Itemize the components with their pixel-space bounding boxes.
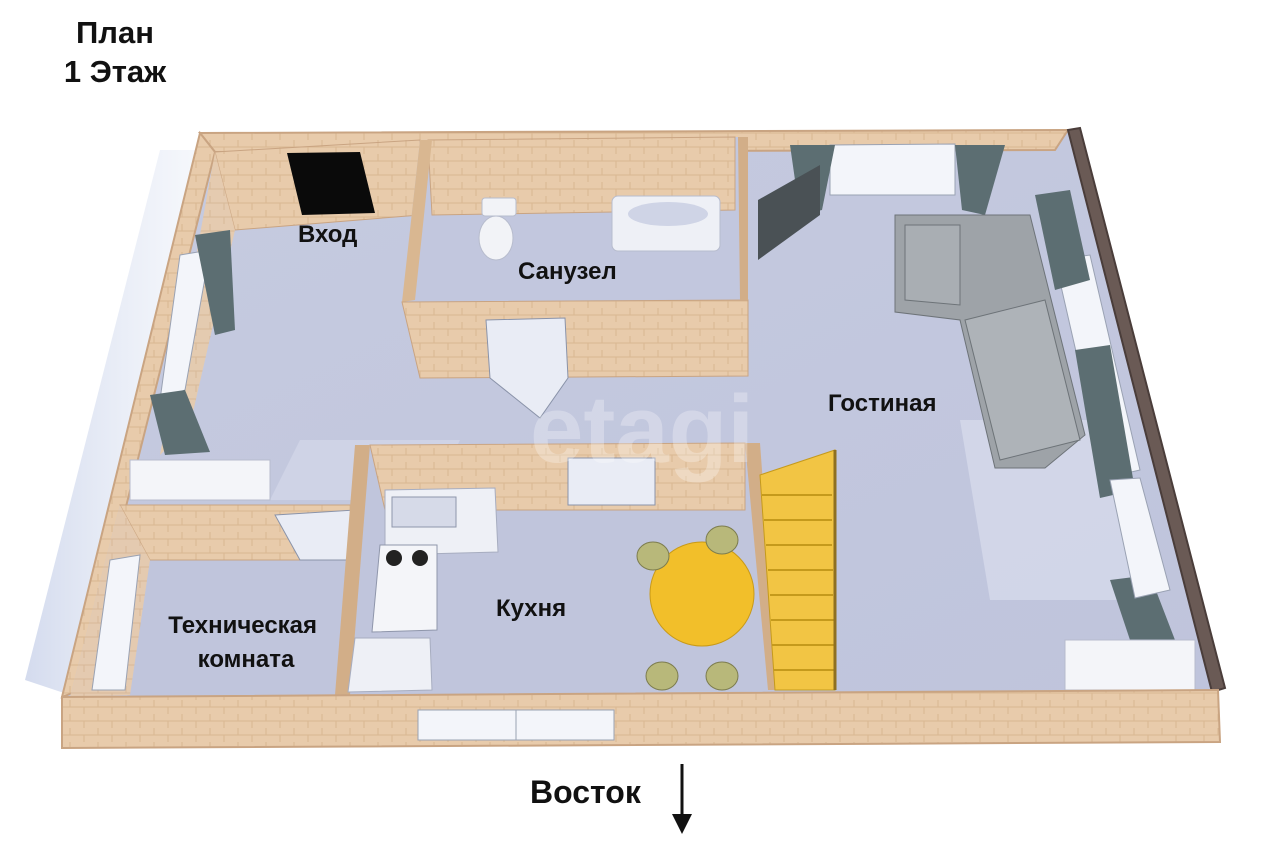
dining-chair	[645, 661, 679, 691]
room-label-kitchen: Кухня	[496, 595, 566, 622]
front-door	[287, 152, 375, 215]
right-wall	[1066, 126, 1227, 694]
dining-chair	[636, 541, 670, 571]
dining-chair	[705, 525, 739, 555]
stove-burner	[412, 550, 428, 566]
kitchen-door-opening	[567, 457, 656, 506]
plan-title: План 1 Этаж	[40, 14, 190, 92]
kitchen-right-wall	[745, 443, 778, 690]
bathroom-door	[485, 317, 569, 419]
kitchen-stove	[371, 544, 438, 633]
right-radiator	[1064, 639, 1196, 691]
stove-burner	[386, 550, 402, 566]
right-curtain	[1110, 575, 1175, 640]
staircase	[759, 449, 837, 691]
ground-shadow	[25, 150, 205, 695]
dining-chair	[705, 661, 739, 691]
right-curtain	[1075, 345, 1135, 498]
kitchen-fridge	[347, 637, 433, 693]
front-wall	[61, 688, 1222, 750]
toilet-tank	[481, 197, 517, 217]
bathroom-front-wall	[401, 299, 749, 379]
right-window-lower	[1109, 477, 1171, 599]
room-label-technical-room: Техническая комната	[168, 612, 323, 673]
plan-title-line2: 1 Этаж	[63, 53, 167, 89]
compass-label: Восток	[530, 774, 642, 810]
dining-table	[649, 541, 755, 647]
tv-screen	[758, 165, 820, 260]
room-label-living-room: Гостиная	[828, 390, 936, 417]
left-curtain	[195, 230, 235, 335]
bathroom-right-wall	[738, 137, 748, 300]
toilet-bowl	[478, 215, 514, 261]
technical-room-line1: Техническая	[168, 612, 317, 639]
bathroom-left-wall	[402, 140, 432, 302]
down-arrow-icon	[672, 764, 692, 834]
watermark: etagi	[530, 376, 754, 483]
left-curtain	[150, 390, 210, 455]
room-label-bathroom: Санузел	[518, 258, 617, 285]
plan-title-line1: План	[76, 15, 154, 50]
technical-window	[91, 554, 141, 691]
bathtub-basin	[628, 202, 708, 226]
technical-room-line2: комната	[198, 646, 295, 673]
right-curtain	[1035, 190, 1090, 290]
living-window-top	[829, 143, 956, 196]
kitchen-sink	[391, 496, 457, 528]
left-radiator	[129, 459, 271, 501]
sofa	[894, 214, 1086, 469]
curtain-right	[955, 145, 1005, 215]
kitchen-left-wall	[335, 445, 370, 695]
room-label-entrance: Вход	[298, 221, 357, 248]
